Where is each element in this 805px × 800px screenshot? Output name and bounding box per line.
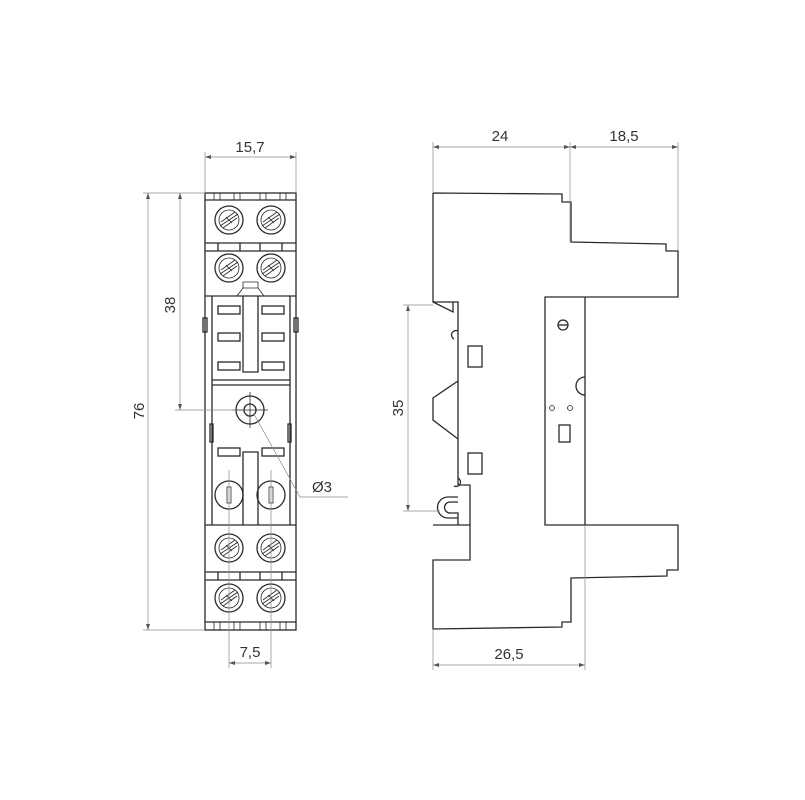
side-body-outline xyxy=(432,192,679,630)
depth-label: 24 xyxy=(492,128,509,145)
mounting-hole xyxy=(232,392,268,428)
side-dimensions: 24 18,5 35 26,5 xyxy=(390,128,679,670)
rail-label: 35 xyxy=(390,400,407,417)
height-label: 76 xyxy=(131,403,148,420)
side-view xyxy=(432,192,679,630)
hole-offset-label: 38 xyxy=(162,297,179,314)
width-label: 15,7 xyxy=(235,139,264,156)
hole-diameter-label: Ø3 xyxy=(312,479,332,496)
socket-body-outline xyxy=(204,192,297,631)
front-dimensions: 15,7 76 38 7,5 Ø3 xyxy=(131,139,348,668)
pins xyxy=(214,480,286,510)
top-extension-label: 18,5 xyxy=(609,128,638,145)
pin-pitch-label: 7,5 xyxy=(240,644,261,661)
contact-bars-upper xyxy=(217,305,285,371)
front-view xyxy=(202,192,299,631)
bottom-depth-label: 26,5 xyxy=(494,646,523,663)
